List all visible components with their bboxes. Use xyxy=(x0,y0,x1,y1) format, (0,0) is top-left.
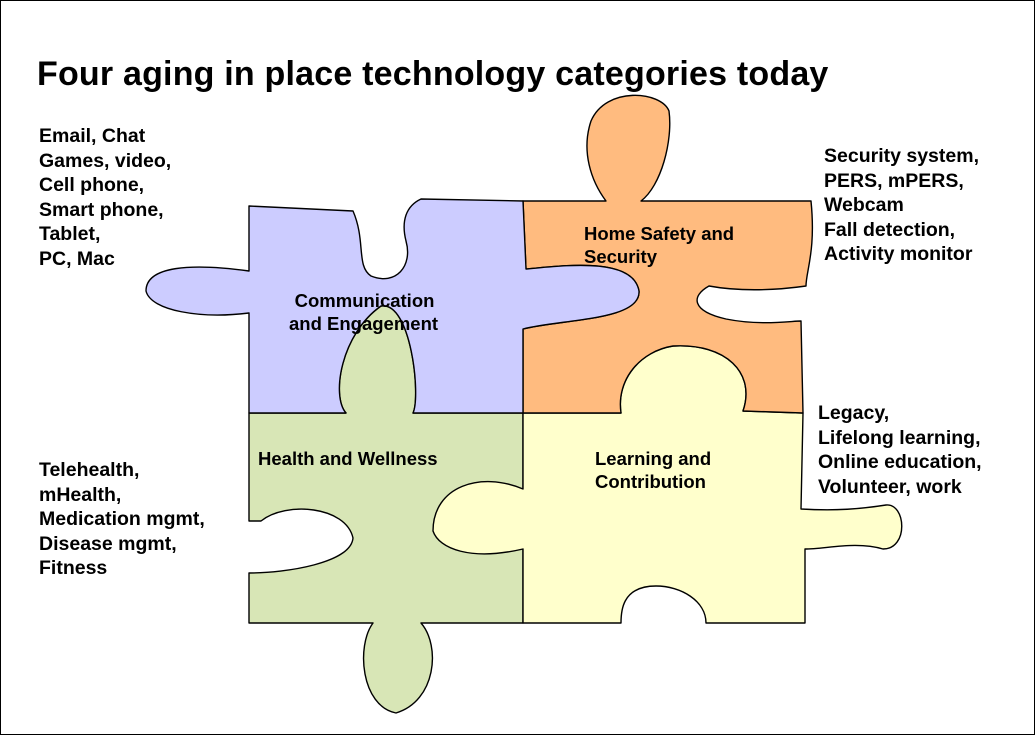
label-line: Contribution xyxy=(595,471,706,492)
list-item: Fitness xyxy=(39,557,108,579)
list-safety-examples: Security system, PERS, mPERS, Webcam Fal… xyxy=(824,144,979,267)
list-item: Volunteer, work xyxy=(818,475,962,498)
label-line: Security xyxy=(584,246,658,267)
label-line: Health and Wellness xyxy=(258,448,438,469)
list-item: Lifelong learning, xyxy=(818,426,981,449)
list-learning-examples: Legacy, Lifelong learning, Online educat… xyxy=(818,401,982,499)
list-item: Disease mgmt, xyxy=(39,532,177,555)
label-line: Learning and xyxy=(595,448,712,469)
slide-title: Four aging in place technology categorie… xyxy=(37,55,829,93)
list-item: Activity monitor xyxy=(824,243,973,265)
list-item: mHealth, xyxy=(39,483,122,506)
list-item: Smart phone, xyxy=(39,198,164,221)
label-learning-contribution: Learning and Contribution xyxy=(595,447,711,493)
piece-communication-engagement xyxy=(145,198,640,414)
list-item: Legacy, xyxy=(818,402,890,424)
list-communication-examples: Email, Chat Games, video, Cell phone, Sm… xyxy=(39,124,171,271)
list-item: Tablet, xyxy=(39,223,101,245)
list-item: PC, Mac xyxy=(39,247,115,270)
list-item: Fall detection, xyxy=(824,218,956,241)
label-line: and Engagement xyxy=(289,313,439,334)
list-item: Webcam xyxy=(824,194,904,216)
list-item: Telehealth, xyxy=(39,459,140,481)
list-item: Security system, xyxy=(824,145,980,167)
list-item: Cell phone, xyxy=(39,174,145,196)
list-item: Medication mgmt, xyxy=(39,508,205,530)
label-home-safety-security: Home Safety and Security xyxy=(584,222,734,268)
label-line: Home Safety and xyxy=(584,223,735,244)
list-item: PERS, mPERS, xyxy=(824,169,964,192)
list-health-examples: Telehealth, mHealth, Medication mgmt, Di… xyxy=(39,458,205,581)
list-item: Online education, xyxy=(818,451,982,473)
label-line: Communication xyxy=(294,290,435,311)
label-health-wellness: Health and Wellness xyxy=(258,447,438,470)
list-item: Games, video, xyxy=(39,149,172,172)
list-item: Email, Chat xyxy=(39,125,146,147)
label-communication-engagement: Communication and Engagement xyxy=(289,289,438,335)
